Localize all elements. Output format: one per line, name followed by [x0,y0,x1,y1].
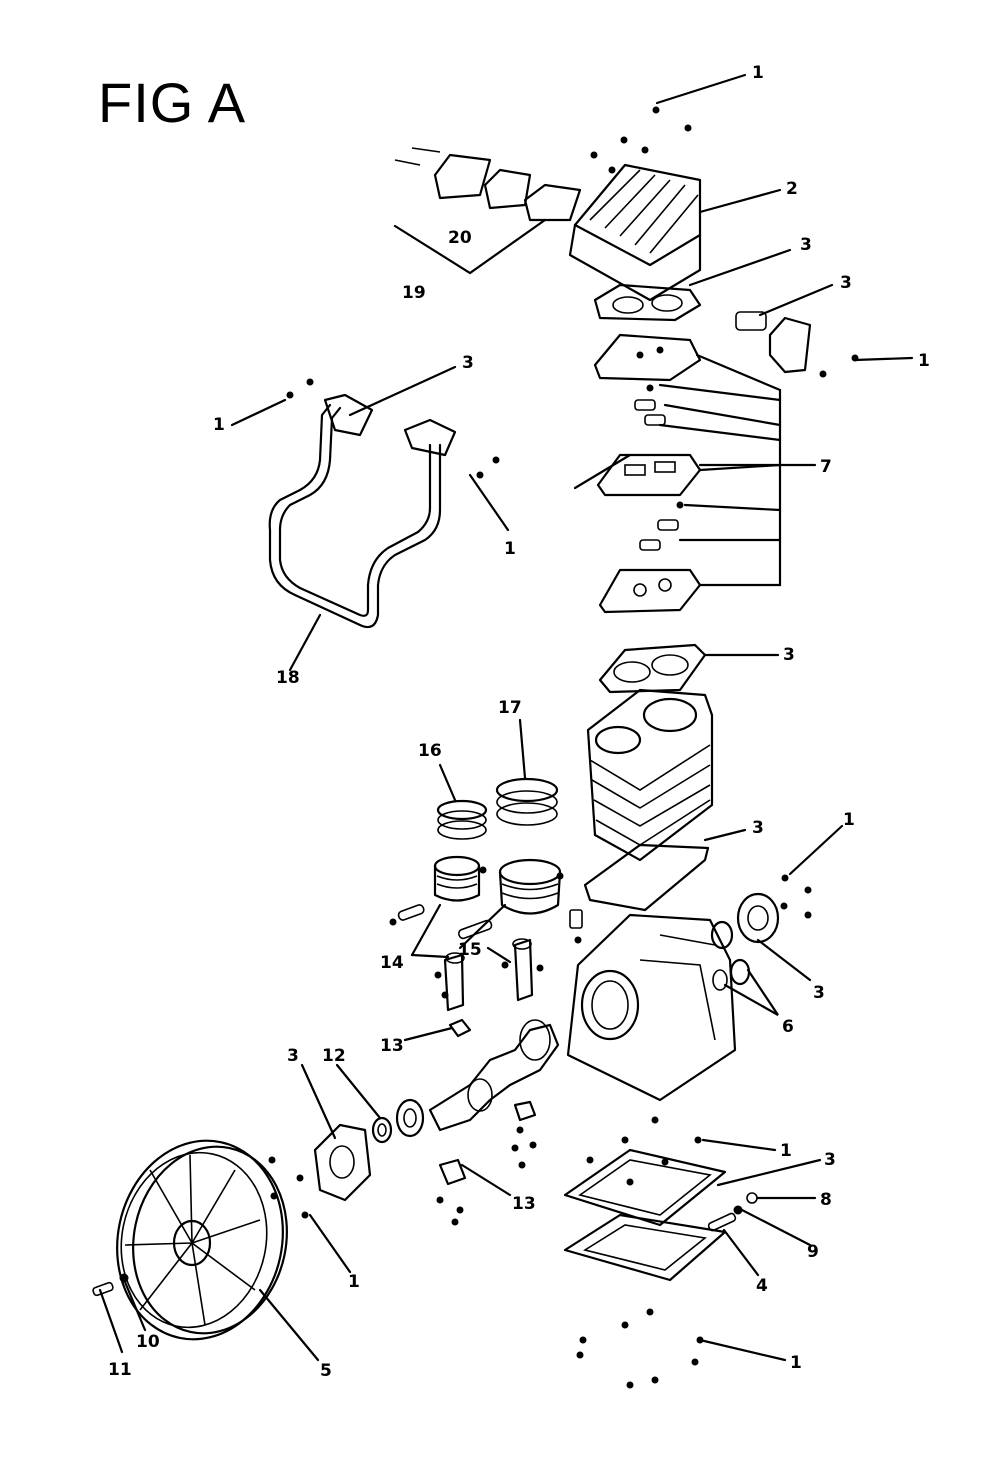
callout-7: 7 [820,457,832,477]
end-cover-right [710,892,780,991]
piston-rings-small [436,799,488,840]
callout-3: 3 [840,273,852,293]
piston-rings-large [495,777,559,826]
valve-reeds [634,384,684,551]
callout-17: 17 [498,698,522,718]
callout-3: 3 [824,1150,836,1170]
figure-title: FIG A [98,71,247,134]
cylinder-head [568,163,702,302]
callout-1: 1 [780,1141,792,1161]
cylinder-block [586,688,714,862]
callout-14: 14 [380,953,404,973]
end-cover-left [313,1123,372,1202]
callout-16: 16 [418,741,442,761]
piston-small [433,855,481,902]
callout-1: 1 [843,810,855,830]
callout-3: 3 [800,235,812,255]
callout-3: 3 [752,818,764,838]
callout-1: 1 [752,63,764,83]
callout-15: 15 [458,940,482,960]
breather-plug [569,909,583,929]
transfer-tube [268,393,457,629]
callout-3: 3 [287,1046,299,1066]
callout-9: 9 [807,1242,819,1262]
callout-8: 8 [820,1190,832,1210]
piston-pins [397,904,493,940]
callout-18: 18 [276,668,300,688]
callout-5: 5 [320,1361,332,1381]
cylinder-gasket [598,643,707,694]
piston-large [498,858,562,915]
callout-11: 11 [108,1360,132,1380]
callout-13: 13 [380,1036,404,1056]
callout-13: 13 [512,1194,536,1214]
callout-1: 1 [348,1272,360,1292]
callout-4: 4 [756,1276,768,1296]
callout-1: 1 [918,351,930,371]
valve-cover-assembly [394,147,582,222]
base-plate-gasket [563,1148,727,1227]
callout-1: 1 [790,1353,802,1373]
valve-plate-lower [598,568,702,614]
main-bearing [395,1098,425,1138]
flywheel-bolt [92,1273,129,1297]
callout-2: 2 [786,179,798,199]
callout-3: 3 [462,353,474,373]
oil-seal [371,1116,393,1144]
callout-6: 6 [782,1017,794,1037]
callout-20: 20 [448,228,472,248]
side-port-fitting [735,311,812,374]
upper-gasket [593,283,702,322]
crankcase [566,913,737,1102]
drain-plug [707,1192,758,1232]
callout-3: 3 [813,983,825,1003]
rod-caps [438,1018,537,1186]
callout-1: 1 [504,539,516,559]
callout-1: 1 [213,415,225,435]
flywheel [116,1139,288,1341]
head-bolts [590,106,692,174]
loose-bolts [268,354,859,1389]
base-plate [563,1213,727,1282]
leader-lines [98,73,914,1362]
callout-3: 3 [783,645,795,665]
callouts: 1 2 3 3 1 20 19 3 1 7 1 18 3 17 16 3 1 1… [108,63,930,1381]
callout-12: 12 [322,1046,346,1066]
crankshaft [428,1019,560,1132]
callout-19: 19 [402,283,426,303]
callout-10: 10 [136,1332,160,1352]
valve-plate-middle [596,453,702,497]
valve-plate-upper [593,333,702,382]
crankcase-gasket [583,843,710,912]
